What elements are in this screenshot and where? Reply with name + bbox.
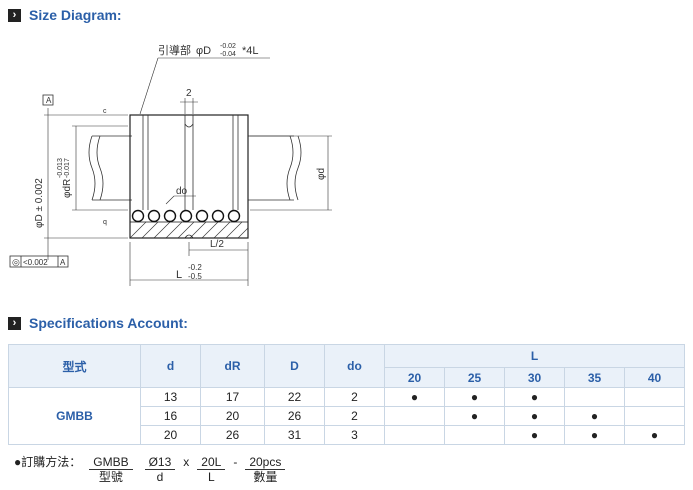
order-model-label: 型號 [98, 470, 123, 484]
lead-dim: φD [196, 45, 211, 57]
header-L-40: 40 [624, 367, 685, 388]
arrow-right-icon: › [8, 8, 21, 22]
cell-mark [384, 425, 445, 445]
dim-dR-tol-low: -0.017 [64, 158, 71, 178]
small-q: q [103, 219, 107, 226]
cell-dR: 26 [200, 425, 265, 445]
order-qty-label: 數量 [253, 470, 278, 484]
cell-do: 2 [324, 387, 385, 407]
spec-header: › Specifications Account: [8, 315, 188, 331]
shaft-outline [88, 135, 302, 201]
table-row: 20 26 31 3 ● ● ● [9, 425, 685, 445]
dim-L: L [176, 269, 182, 281]
cell-D: 22 [264, 387, 325, 407]
lead-label: 引導部 [158, 43, 191, 57]
cell-mark [624, 387, 685, 407]
spec-table: 型式 d dR D do L 20 25 30 35 40 GMBB 13 17… [8, 344, 685, 445]
header-do: do [324, 344, 385, 388]
table-row: GMBB 13 17 22 2 ● ● ● [8, 387, 685, 445]
cell-mark [564, 387, 625, 407]
cell-D: 26 [264, 406, 325, 426]
cell-dR: 17 [200, 387, 265, 407]
cell-mark: ● [564, 425, 625, 445]
order-part-model: GMBB 型號 [89, 455, 133, 484]
order-d-value: Ø13 [144, 455, 176, 470]
concentric-value: <0.002 [23, 258, 48, 267]
cell-mark: ● [384, 387, 445, 407]
header-L-25: 25 [444, 367, 505, 388]
lead-tol-up: -0.02 [220, 43, 236, 50]
header-d: d [140, 344, 201, 388]
datum-box [42, 94, 54, 106]
order-part-d: Ø13 d [144, 455, 176, 484]
datum-letter: A [46, 96, 52, 105]
lead-len: *4L [242, 45, 259, 57]
order-model-value: GMBB [89, 455, 133, 470]
concentricity-frame [9, 255, 69, 268]
order-d-label: d [156, 470, 164, 484]
header-D: D [264, 344, 325, 388]
order-sep-x: x [183, 455, 190, 469]
header-dR: dR [200, 344, 265, 388]
dim-dR-tol-up: -0.013 [57, 158, 64, 178]
cell-D: 31 [264, 425, 325, 445]
header-L: L [384, 344, 685, 368]
header-L-20: 20 [384, 367, 445, 388]
cell-do: 2 [324, 406, 385, 426]
dim-L-tol-low: -0.5 [188, 272, 202, 281]
order-label: ●訂購方法： [14, 455, 82, 469]
order-method: ●訂購方法： GMBB 型號 Ø13 d x 20L L - 20pcs 數量 [12, 455, 291, 484]
dim-dR: φdR [62, 179, 73, 198]
dimension-lines [44, 57, 332, 286]
arrow-right-icon: › [8, 316, 21, 330]
cell-do: 3 [324, 425, 385, 445]
cell-d: 16 [140, 406, 201, 426]
cell-dR: 20 [200, 406, 265, 426]
header-L-30: 30 [504, 367, 565, 388]
cell-d: 20 [140, 425, 201, 445]
cell-mark: ● [444, 406, 505, 426]
order-L-value: 20L [197, 455, 226, 470]
size-diagram-header: › Size Diagram: [8, 7, 122, 23]
order-part-qty: 20pcs 數量 [245, 455, 286, 484]
order-L-label: L [207, 470, 215, 484]
cell-d: 13 [140, 387, 201, 407]
concentric-icon: ◎ [12, 257, 20, 267]
order-sep-dash: - [233, 455, 238, 469]
header-L-35: 35 [564, 367, 625, 388]
header-model: 型式 [8, 344, 141, 388]
size-diagram-title: Size Diagram: [29, 7, 122, 23]
lead-tol-low: -0.04 [220, 51, 236, 58]
cell-mark [384, 406, 445, 426]
dim-2: 2 [186, 88, 192, 99]
small-c: c [103, 108, 107, 115]
dim-d: φd [316, 168, 327, 180]
cell-mark: ● [504, 425, 565, 445]
order-part-L: 20L L [197, 455, 226, 484]
cell-mark: ● [444, 387, 505, 407]
size-diagram: 引導部 φD -0.02 -0.04 *4L 2 A c q φD ± 0.00… [9, 43, 332, 286]
concentric-datum: A [60, 258, 66, 267]
dim-L2: L/2 [210, 239, 224, 250]
cell-mark: ● [504, 387, 565, 407]
cell-mark: ● [564, 406, 625, 426]
order-qty-value: 20pcs [245, 455, 286, 470]
spec-title: Specifications Account: [29, 315, 188, 331]
cell-mark [624, 406, 685, 426]
dim-D: φD ± 0.002 [34, 178, 45, 228]
model-cell: GMBB [8, 387, 141, 445]
cell-mark: ● [504, 406, 565, 426]
cell-mark [444, 425, 505, 445]
cell-mark: ● [624, 425, 685, 445]
dim-L-tol-up: -0.2 [188, 263, 202, 272]
dim-do: do [176, 186, 188, 197]
bushing-body [129, 114, 249, 239]
